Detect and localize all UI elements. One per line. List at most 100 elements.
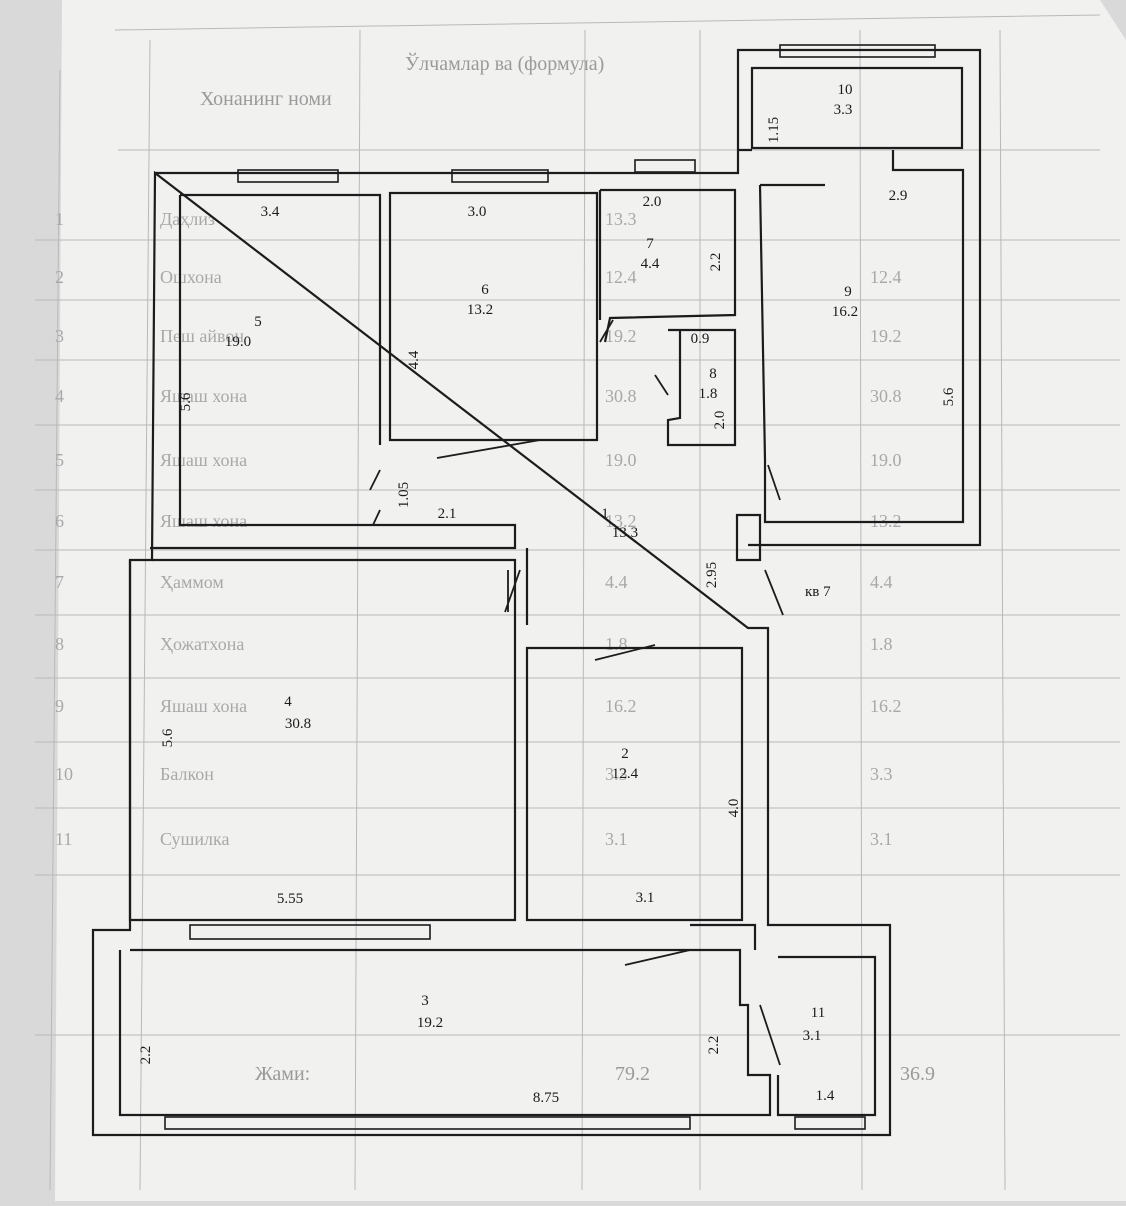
room-10-area: 3.3 xyxy=(834,102,853,118)
room-11-area: 3.1 xyxy=(803,1028,822,1044)
room-3-walls xyxy=(118,948,772,1117)
room-9-walls xyxy=(758,150,965,524)
dim-r6-width: 3.0 xyxy=(468,204,487,220)
walls xyxy=(91,48,982,1137)
room-7-area: 4.4 xyxy=(641,256,660,272)
passage-wall xyxy=(690,923,757,950)
room-4-walls xyxy=(128,558,517,922)
table-header-dimensions: Ўлчамлар ва (формула) xyxy=(405,52,604,75)
room-3-number: 3 xyxy=(421,993,429,1009)
table-row-number: 11 xyxy=(55,829,72,849)
dim-r3-height-right: 2.2 xyxy=(706,1036,722,1055)
room-3-area: 19.2 xyxy=(417,1015,443,1031)
table-row-value-b: 3.1 xyxy=(870,829,893,849)
room-5-number: 5 xyxy=(254,314,262,330)
room-4-area: 30.8 xyxy=(285,716,311,732)
table-row-number: 9 xyxy=(55,696,64,716)
table-row-value-b: 19.0 xyxy=(870,450,902,470)
room-5-walls xyxy=(150,193,517,550)
table-row-name: Яшаш хона xyxy=(160,450,247,470)
table-row-value-a: 12.4 xyxy=(605,267,637,287)
doors xyxy=(369,319,784,1066)
dim-r1-height: 2.95 xyxy=(704,562,720,588)
dim-r1-width: 2.1 xyxy=(438,506,457,522)
table-row-value-a: 30.8 xyxy=(605,386,637,406)
room-4-number: 4 xyxy=(284,694,292,710)
dim-r9-width: 2.9 xyxy=(889,188,908,204)
room-2-number: 2 xyxy=(621,746,629,762)
room-11-number: 11 xyxy=(811,1005,825,1021)
table-row-name: Яшаш хона xyxy=(160,511,247,531)
dim-r10-height: 1.15 xyxy=(766,117,782,143)
background-table-grid xyxy=(35,14,1120,1191)
room-labels: 1 13.3 2 12.4 3 19.2 4 30.8 5 19.0 6 13.… xyxy=(225,82,858,1044)
table-row-name: Ҳаммом xyxy=(160,572,224,592)
table-total-a: 79.2 xyxy=(615,1063,650,1085)
dimension-labels: 3.4 5.6 3.0 4.4 2.0 2.2 0.9 2.0 2.9 5.6 … xyxy=(138,117,957,1106)
dim-r2-height: 4.0 xyxy=(726,799,742,818)
table-row-value-b: 16.2 xyxy=(870,696,902,716)
room-8-walls xyxy=(666,328,737,447)
table-row-value-b: 12.4 xyxy=(870,267,902,287)
table-row-value-b: 3.3 xyxy=(870,764,893,784)
table-row-value-a: 19.2 xyxy=(605,326,637,346)
hall-walls xyxy=(525,513,762,625)
table-row-number: 6 xyxy=(55,511,64,531)
dim-r4-width: 5.55 xyxy=(277,891,303,907)
table-row-value-a: 13.3 xyxy=(605,209,637,229)
dim-r7-height: 2.2 xyxy=(708,253,724,272)
table-row-number: 2 xyxy=(55,267,64,287)
dim-r8-height: 2.0 xyxy=(712,411,728,430)
dim-r4-height: 5.6 xyxy=(160,728,176,747)
table-row-name: Яшаш хона xyxy=(160,696,247,716)
room-9-number: 9 xyxy=(844,284,852,300)
dim-r3-height: 2.2 xyxy=(138,1046,154,1065)
room-2-walls xyxy=(525,646,744,922)
table-total-b: 36.9 xyxy=(900,1063,935,1085)
table-row-value-a: 1.8 xyxy=(605,634,628,654)
dim-r8-width: 0.9 xyxy=(691,331,710,347)
table-row-name: Даҳлиз xyxy=(160,209,215,229)
dim-r1-door: 1.05 xyxy=(396,482,412,508)
paper xyxy=(55,0,1126,1201)
room-6-area: 13.2 xyxy=(467,302,493,318)
table-row-value-a: 16.2 xyxy=(605,696,637,716)
table-row-number: 5 xyxy=(55,450,64,470)
room-2-area: 12.4 xyxy=(612,766,639,782)
room-8-area: 1.8 xyxy=(699,386,718,402)
outer-wall xyxy=(91,48,982,1137)
dim-r9-height: 5.6 xyxy=(941,387,957,406)
dim-r7-width: 2.0 xyxy=(643,194,662,210)
table-row-number: 4 xyxy=(55,386,64,406)
room-8-number: 8 xyxy=(709,366,717,382)
dim-r11-width: 1.4 xyxy=(816,1088,835,1104)
dim-r2-width: 3.1 xyxy=(636,890,655,906)
table-row-value-b: 1.8 xyxy=(870,634,893,654)
room-1-number: 1 xyxy=(601,506,609,522)
table-row-value-a: 3.3 xyxy=(605,764,628,784)
table-row-name: Ҳожатхона xyxy=(160,634,244,654)
room-5-area: 19.0 xyxy=(225,334,251,350)
room-10-number: 10 xyxy=(838,82,853,98)
table-row-value-a: 4.4 xyxy=(605,572,628,592)
dim-r5-height: 5.6 xyxy=(178,392,194,411)
room-7-walls xyxy=(598,188,737,343)
table-row-number: 8 xyxy=(55,634,64,654)
table-row-name: Балкон xyxy=(160,764,214,784)
table-row-value-b: 19.2 xyxy=(870,326,902,346)
apartment-label: кв 7 xyxy=(805,584,831,600)
table-row-value-a: 13.2 xyxy=(605,511,637,531)
room-9-area: 16.2 xyxy=(832,304,858,320)
dim-r5-width: 3.4 xyxy=(261,204,280,220)
room-7-number: 7 xyxy=(646,236,654,252)
table-row-number: 7 xyxy=(55,572,64,592)
table-total-label: Жами: xyxy=(255,1063,310,1085)
table-row-number: 10 xyxy=(55,764,73,784)
table-row-name: Сушилка xyxy=(160,829,230,849)
dim-r6-height: 4.4 xyxy=(406,350,422,369)
room-1-area: 13.3 xyxy=(612,525,638,541)
table-row-value-b: 4.4 xyxy=(870,572,893,592)
